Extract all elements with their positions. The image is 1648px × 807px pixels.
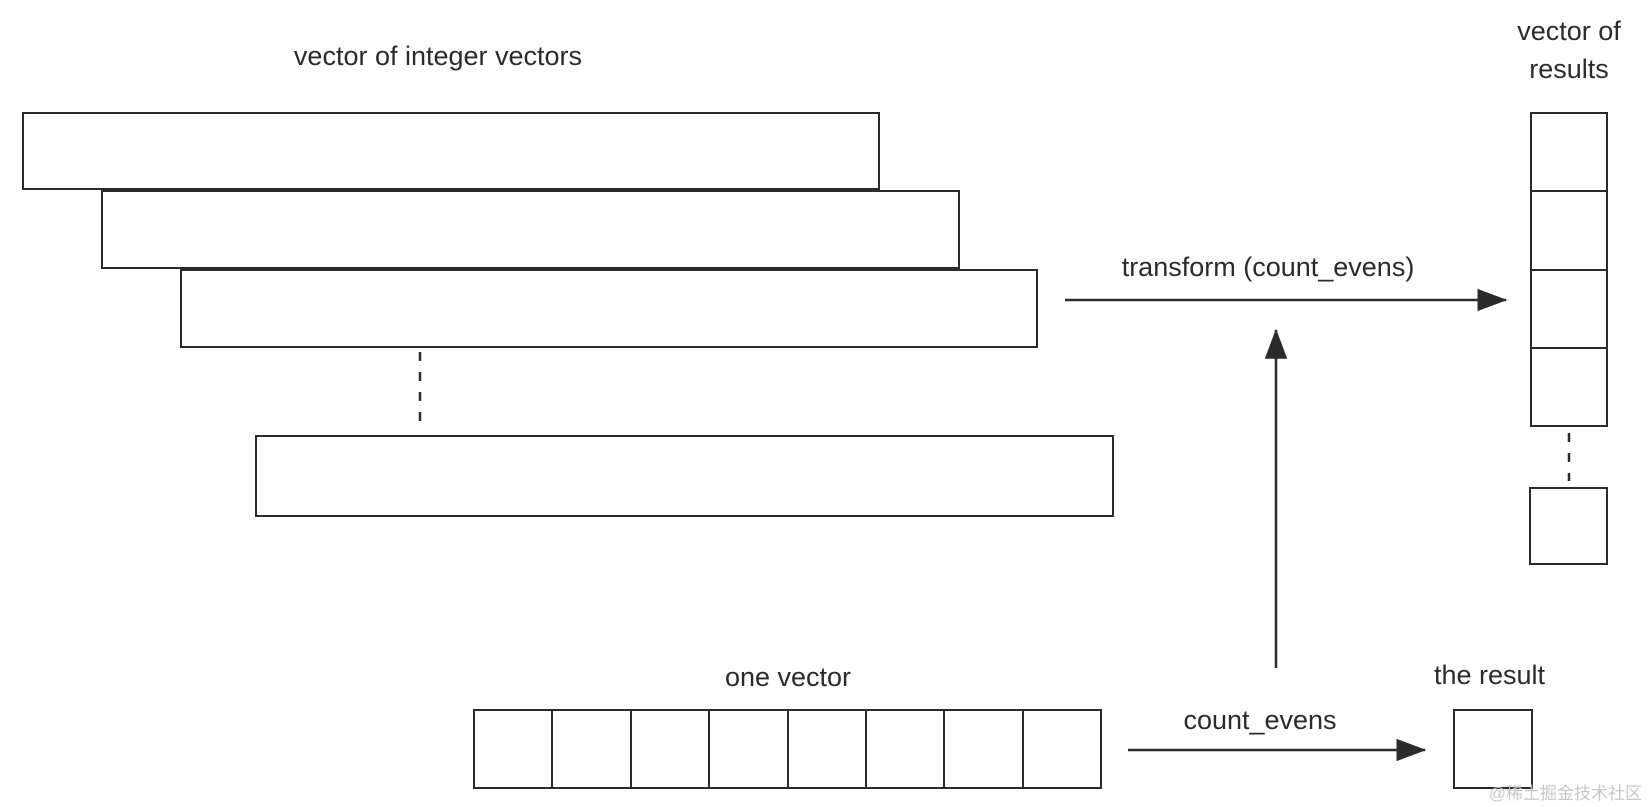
results-cell	[1532, 114, 1606, 190]
results-cell	[1532, 346, 1606, 425]
count-evens-arrow-label: count_evens	[1183, 705, 1337, 735]
outer-vector-row-3	[180, 269, 1038, 348]
one-vector-cell	[943, 711, 1021, 787]
results-cell	[1532, 268, 1606, 347]
results-trailing-cell	[1529, 487, 1608, 565]
one-vector-cell	[786, 711, 865, 787]
watermark-text: @稀土掘金技术社区	[1488, 784, 1642, 803]
results-column-title-line2: results	[1529, 54, 1609, 84]
results-cell	[1532, 190, 1606, 268]
one-vector-cell	[629, 711, 708, 787]
outer-vector-row-last	[255, 435, 1114, 517]
one-vector-row	[473, 709, 1102, 789]
one-vector-cell	[475, 711, 551, 787]
one-vector-cell	[1021, 711, 1100, 787]
results-column-title-line1: vector of	[1517, 16, 1621, 46]
result-title: the result	[1433, 660, 1546, 690]
one-vector-title: one vector	[724, 662, 852, 692]
transform-arrow-label: transform (count_evens)	[1121, 252, 1415, 282]
one-vector-cell	[708, 711, 786, 787]
one-vector-cell	[864, 711, 943, 787]
results-column	[1530, 112, 1608, 427]
one-vector-cell	[551, 711, 629, 787]
outer-vector-title: vector of integer vectors	[293, 41, 583, 71]
result-cell	[1453, 709, 1533, 789]
outer-vector-row-2	[101, 190, 960, 269]
outer-vector-row-1	[22, 112, 880, 190]
results-column-title: vector of results	[1469, 12, 1648, 88]
